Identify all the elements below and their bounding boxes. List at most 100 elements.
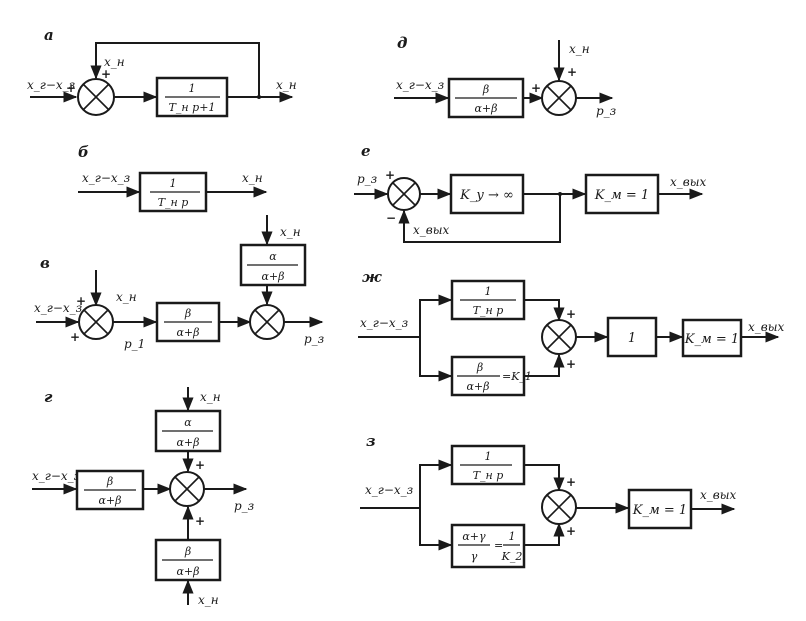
block-denominator: α+β: [98, 494, 121, 507]
diagram-v-summing-junction-1: [78, 304, 114, 340]
block-denominator: α+β: [261, 270, 284, 283]
diagram-d-block: β α+β: [447, 77, 525, 119]
diagram-g-block-left: β α+β: [75, 469, 145, 511]
block-denominator: γ: [471, 550, 478, 563]
diagram-d-output-label: p_з: [596, 104, 616, 118]
diagram-g-block-bottom: β α+β: [154, 538, 222, 582]
diagram-d-summing-junction: [541, 80, 577, 116]
diagram-zh-block-unit: 1: [606, 316, 658, 358]
block-numerator: α+γ: [462, 530, 486, 543]
block-suffix: =K_1: [502, 370, 532, 383]
diagram-a-input-label: x_г−x_з: [27, 78, 75, 92]
diagram-zh-block-bottom: β α+β =K_1: [450, 355, 532, 397]
diagram-z-label: з: [366, 432, 376, 450]
block-denominator: T_н p: [473, 469, 504, 482]
diagram-zh: ж x_г−x_з 1 T_н p β α+β =K_1 + + 1: [358, 268, 785, 397]
block-text: 1: [628, 331, 636, 346]
diagram-zh-branch-bottom: [419, 337, 453, 382]
diagram-b-output-label: x_н: [242, 171, 263, 185]
diagram-a-feedback-label: x_н: [104, 55, 125, 69]
block-numerator: α: [269, 250, 277, 263]
block-numerator: β: [184, 307, 191, 320]
diagram-v-output-label: p_з: [304, 332, 324, 346]
block-numerator: 1: [170, 177, 177, 190]
diagram-e-block-m: K_м = 1: [584, 173, 660, 215]
block-text: K_м = 1: [684, 332, 739, 347]
diagram-zh-block-m: K_м = 1: [681, 318, 743, 358]
diagram-e-sign-plus: +: [385, 168, 395, 182]
block-numerator: β: [184, 545, 191, 558]
diagram-v-label: в: [40, 254, 50, 272]
diagram-zh-block-top: 1 T_н p: [450, 279, 526, 321]
block-equals: =: [494, 539, 503, 552]
diagram-b: б x_г−x_з 1 T_н p x_н: [78, 143, 268, 213]
diagram-a-block: 1 T_н p+1: [155, 76, 229, 118]
diagram-z-output-label: x_вых: [700, 488, 737, 502]
diagram-g-summing-junction: [169, 471, 205, 507]
block-text: K_м = 1: [632, 503, 687, 518]
diagram-g-output-label: p_з: [234, 499, 254, 513]
block-denominator: T_н p+1: [169, 101, 216, 114]
diagram-e-sign-minus: −: [386, 211, 396, 225]
diagram-z-top-link: [524, 464, 565, 492]
diagram-a-feedback-line: [90, 42, 260, 97]
block-denominator: α+β: [176, 436, 199, 449]
block-denominator: α+β: [474, 102, 497, 115]
diagram-v-top-input-label: x_н: [280, 225, 301, 239]
diagram-e: е p_з + − K_у → ∞ K_м = 1 x_вых x_вых: [354, 142, 707, 243]
diagram-g: г x_г−x_з β α+β x_н α α+β + + β: [32, 387, 254, 607]
block-denominator: T_н p: [473, 304, 504, 317]
diagram-v-sign-top: +: [76, 294, 86, 308]
diagram-a-sign-left: +: [66, 81, 76, 95]
block-numerator: 1: [485, 285, 492, 298]
diagram-z-block-top: 1 T_н p: [450, 444, 526, 486]
diagram-z-bottom-link: [524, 522, 565, 546]
diagram-z-branch-bottom: [419, 508, 453, 551]
diagram-z-sign-bottom: +: [566, 524, 576, 538]
block-text: K_у → ∞: [459, 188, 514, 203]
diagram-a-label: а: [44, 26, 54, 44]
block-denominator: T_н p: [158, 196, 189, 209]
block-denominator: α+β: [176, 326, 199, 339]
diagram-e-output-label: x_вых: [670, 175, 707, 189]
diagram-b-input-label: x_г−x_з: [82, 171, 130, 185]
diagram-b-label: б: [78, 143, 89, 161]
block-denominator: α+β: [466, 380, 489, 393]
block-numerator: β: [106, 475, 113, 488]
diagram-v: в x_г−x_з + + x_н p_1 β α+β x_н α α+: [34, 215, 324, 351]
diagram-v-block-top: α α+β: [239, 243, 307, 287]
block-numerator: 1: [189, 82, 196, 95]
diagram-d-label: д: [397, 34, 407, 52]
diagram-g-input-label: x_г−x_з: [32, 469, 80, 483]
diagram-g-label: г: [44, 388, 53, 406]
diagram-g-bottom-input-label: x_н: [198, 593, 219, 607]
diagram-a-summing-junction: [77, 78, 115, 116]
block-numerator: 1: [485, 450, 492, 463]
diagram-z-sign-top: +: [566, 475, 576, 489]
diagram-z-input-label: x_г−x_з: [365, 483, 413, 497]
block-numerator: β: [482, 83, 489, 96]
diagram-g-block-top: α α+β: [154, 409, 222, 453]
diagram-zh-branch-top: [419, 294, 453, 337]
diagram-v-summing-junction-2: [249, 304, 285, 340]
diagram-d-sign-top: +: [567, 65, 577, 79]
diagram-a-output-label: x_н: [276, 78, 297, 92]
diagram-zh-output-label: x_вых: [748, 320, 785, 334]
diagram-e-input-label: p_з: [357, 172, 377, 186]
diagram-zh-input-label: x_г−x_з: [360, 316, 408, 330]
diagram-d: д x_г−x_з β α+β + x_н + p_з: [394, 34, 616, 119]
diagram-a-sign-top: +: [101, 67, 111, 81]
diagram-v-block-main: β α+β: [155, 301, 221, 343]
diagram-zh-summing-junction: [541, 319, 577, 355]
diagram-g-sign-bottom: +: [195, 514, 205, 528]
block-numerator: α: [184, 416, 192, 429]
diagram-v-input-label: x_г−x_з: [34, 301, 82, 315]
diagram-zh-sign-top: +: [566, 307, 576, 321]
diagram-d-disturbance-label: x_н: [569, 42, 590, 56]
diagram-z-summing-junction: [541, 489, 577, 525]
diagram-zh-label: ж: [362, 268, 382, 286]
block-denominator: α+β: [176, 565, 199, 578]
diagram-zh-bottom-link: [524, 353, 565, 377]
diagram-e-summing-junction: [387, 177, 421, 211]
